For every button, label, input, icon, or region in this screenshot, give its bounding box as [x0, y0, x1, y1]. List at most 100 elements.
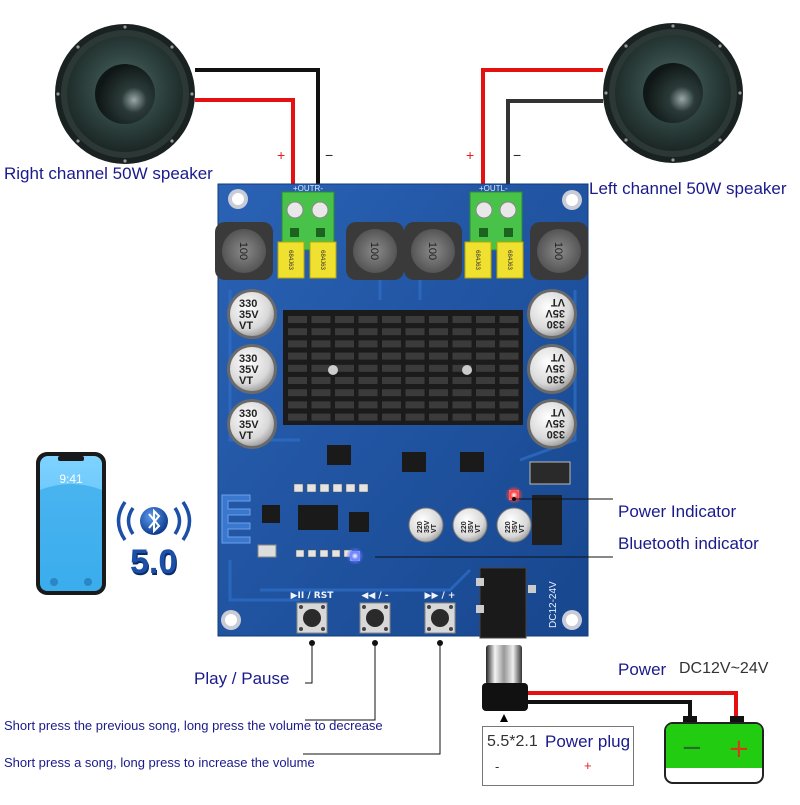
power-label: Power — [618, 660, 667, 679]
play-pause-button[interactable]: ▶II / RST — [291, 591, 335, 634]
capacitor-marking: 35V — [512, 520, 519, 533]
battery-plus-symbol: + — [728, 734, 750, 764]
capacitor-marking: 35V — [545, 417, 565, 429]
capacitor-marking: 330 — [547, 373, 565, 385]
film-capacitor: 684J63 — [277, 241, 305, 279]
power-plug-spec-box: 5.5*2.1 Power plug - + — [482, 726, 634, 786]
chip — [402, 452, 426, 472]
right-minus-label: − — [325, 147, 334, 163]
bluetooth-indicator-label: Bluetooth indicator — [618, 534, 759, 553]
bluetooth-icon — [116, 501, 192, 541]
left-speaker-positive-wire — [481, 68, 603, 210]
left-output-silkscreen: +OUTL- — [479, 184, 508, 193]
phone-clock: 9:41 — [59, 472, 83, 486]
mounting-hole — [562, 610, 582, 630]
film-capacitor: 684J63 — [464, 241, 492, 279]
right-speaker-positive-wire — [195, 98, 295, 210]
capacitor-marking: 35V — [545, 362, 565, 374]
capacitor-marking: 220 — [505, 521, 512, 533]
capacitor-marking: 330 — [239, 408, 257, 420]
capacitor-marking: 35V — [424, 520, 431, 533]
capacitor-marking: 330 — [239, 353, 257, 365]
inductor-marking: 100 — [552, 242, 564, 260]
capacitor-marking: 330 — [547, 318, 565, 330]
left-output-terminal — [469, 191, 523, 251]
plug-pointer-arrow — [500, 714, 508, 722]
right-output-terminal — [281, 191, 335, 251]
power-plug-label: Power plug — [545, 732, 631, 751]
inductor: 100 — [530, 222, 588, 280]
inductor-marking: 100 — [368, 242, 380, 260]
right-speaker — [55, 24, 195, 164]
bluetooth-antenna — [221, 494, 251, 544]
capacitor-marking: 330 — [239, 298, 257, 310]
next-leader — [303, 643, 441, 755]
film-cap-marking: 684J63 — [474, 250, 480, 270]
capacitor-marking: VT — [551, 351, 565, 363]
next-volume-up-button[interactable]: ▶▶ / + — [424, 591, 456, 634]
chip — [298, 505, 338, 530]
mounting-hole — [228, 189, 248, 209]
inductor: 100 — [215, 222, 273, 280]
capacitor-marking: 220 — [417, 521, 424, 533]
chip — [262, 505, 280, 523]
left-speaker — [603, 23, 743, 163]
plug-plus-label: + — [584, 758, 592, 773]
chip — [460, 452, 484, 472]
previous-button-description: Short press the previous song, long pres… — [4, 718, 383, 733]
capacitor-marking: VT — [551, 296, 565, 308]
dc-input-silkscreen: DC12-24V — [548, 581, 559, 628]
mounting-hole — [562, 190, 582, 210]
film-capacitor: 684J63 — [496, 241, 524, 279]
capacitor-marking: 35V — [239, 419, 259, 431]
button-silkscreen: ▶▶ / + — [425, 591, 456, 601]
power-led — [505, 486, 523, 504]
power-negative-wire — [528, 700, 692, 719]
film-cap-marking: 684J63 — [287, 250, 293, 270]
smartphone: 9:41 — [36, 452, 106, 595]
capacitor-marking: VT — [239, 375, 253, 387]
inductor: 100 — [346, 222, 404, 280]
play-pause-label: Play / Pause — [194, 669, 290, 688]
mounting-hole — [221, 610, 241, 630]
chip — [349, 512, 369, 532]
diode — [529, 461, 571, 485]
capacitor-marking: 35V — [545, 307, 565, 319]
button-silkscreen: ◀◀ / - — [361, 591, 388, 601]
capacitor-marking: VT — [239, 430, 253, 442]
inductor-marking: 100 — [426, 242, 438, 260]
film-capacitor: 684J63 — [309, 241, 337, 279]
inductor: 100 — [404, 222, 462, 280]
battery: − + — [664, 716, 764, 784]
voltage-regulator — [532, 495, 562, 545]
left-plus-label: + — [466, 147, 475, 163]
right-plus-label: + — [277, 147, 286, 163]
capacitor-marking: VT — [519, 523, 526, 533]
previous-volume-down-button[interactable]: ◀◀ / - — [359, 591, 391, 634]
capacitor-marking: 330 — [547, 428, 565, 440]
button-silkscreen: ▶II / RST — [291, 591, 335, 601]
chip — [327, 445, 351, 465]
dc-power-plug — [482, 645, 528, 711]
right-speaker-label: Right channel 50W speaker — [4, 164, 213, 183]
next-button-description: Short press a song, long press to increa… — [4, 755, 315, 770]
battery-minus-symbol: − — [681, 733, 703, 763]
capacitor-marking: VT — [475, 523, 482, 533]
bluetooth-led — [346, 547, 364, 565]
capacitor-marking: 220 — [461, 521, 468, 533]
power-voltage-range: DC12V~24V — [679, 660, 769, 677]
film-cap-marking: 684J63 — [506, 250, 512, 270]
play-pause-leader — [305, 643, 313, 684]
crystal — [257, 544, 277, 558]
